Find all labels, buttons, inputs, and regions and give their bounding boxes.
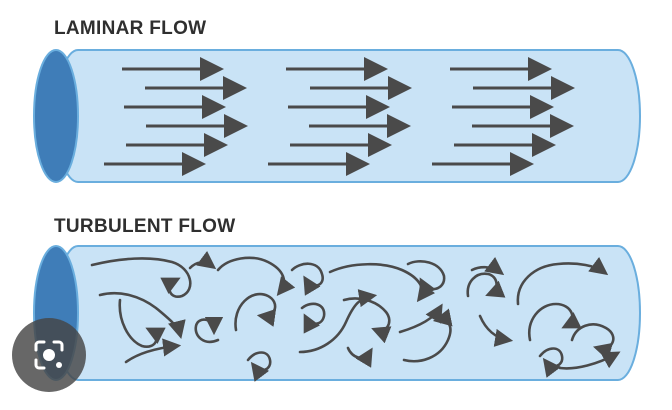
lens-search-icon [34, 340, 64, 370]
turbulent-swirl-arrow [402, 308, 453, 363]
turbulent-swirl-arrow [90, 257, 192, 298]
turbulent-swirl-arrow [118, 298, 166, 348]
turbulent-swirl-arrow [246, 351, 272, 382]
turbulent-swirl-arrow [124, 338, 182, 364]
turbulent-swirl-arrow [216, 256, 296, 297]
turbulent-swirl-arrow [470, 256, 505, 276]
turbulent-swirl-arrow [342, 297, 392, 344]
turbulent-swirl-arrow [346, 346, 373, 368]
turbulent-swirl-arrow [558, 351, 621, 370]
turbulent-swirl-arrow [528, 302, 582, 342]
turbulent-swirl-arrow [406, 260, 446, 298]
turbulent-swirl-arrow [538, 347, 564, 378]
turbulent-swirl-arrow [98, 291, 186, 340]
turbulent-swirl-arrow [188, 250, 217, 270]
turbulent-swirl-arrow [290, 262, 324, 296]
lens-search-button[interactable] [12, 318, 86, 392]
turbulent-swirl-arrow [300, 302, 326, 334]
turbulent-swirl-arrow [570, 323, 615, 361]
laminar-pipe [33, 49, 641, 183]
laminar-arrows [104, 57, 575, 176]
turbulent-swirl-arrow [516, 256, 609, 306]
turbulent-flow-title: TURBULENT FLOW [54, 216, 236, 237]
turbulent-arrows [90, 250, 621, 382]
turbulent-swirl-arrow [478, 314, 514, 347]
laminar-pipe-opening [33, 49, 79, 183]
laminar-flow-title: LAMINAR FLOW [54, 18, 207, 39]
turbulent-swirl-arrow [234, 292, 277, 332]
turbulent-swirl-arrow [194, 316, 224, 344]
